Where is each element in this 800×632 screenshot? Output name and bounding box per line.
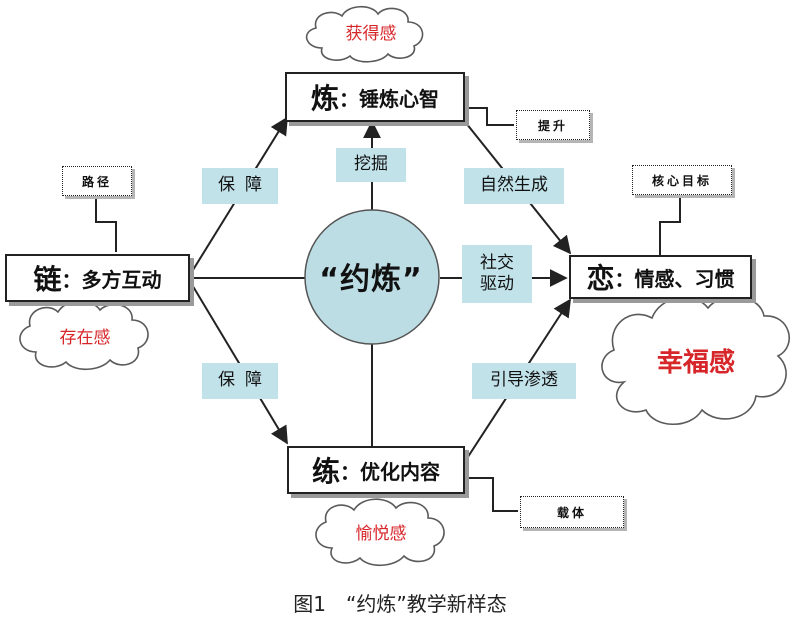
- box-top-char: 炼: [310, 82, 339, 115]
- figure-caption: 图1 “约炼”教学新样态: [293, 592, 507, 616]
- box-bottom-practice: 练：优化内容: [287, 446, 465, 494]
- arrow-left-to-bottom: [187, 277, 288, 445]
- box-left-text: ：多方互动: [61, 267, 162, 292]
- center-circle: [304, 209, 440, 345]
- box-right-text: ：情感、习惯: [614, 266, 735, 291]
- box-top-refine: 炼：锤炼心智: [285, 72, 465, 122]
- label-social-drive: 社交 驱动: [462, 245, 532, 303]
- label-social-line2: 驱动: [480, 274, 514, 294]
- label-guarantee-top: 保障: [202, 168, 278, 204]
- tag-path: 路径: [62, 166, 132, 196]
- tag-core-goal-connector: [659, 196, 681, 255]
- cloud-right-shape: [601, 295, 790, 425]
- box-top-text: ：锤炼心智: [339, 86, 439, 111]
- tag-path-connector: [95, 196, 117, 252]
- cloud-top-text: 获得感: [345, 23, 397, 44]
- label-social-line1: 社交: [480, 252, 514, 273]
- label-dig: 挖掘: [336, 148, 406, 182]
- box-right-char: 恋: [586, 262, 615, 295]
- box-bottom-text: ：优化内容: [340, 459, 440, 484]
- tag-upgrade-connector: [463, 107, 514, 126]
- cloud-bottom-text: 愉悦感: [355, 523, 407, 544]
- box-right-love: 恋：情感、习惯: [569, 255, 752, 299]
- cloud-bottom-shape: [315, 498, 445, 567]
- cloud-top-shape: [305, 5, 424, 63]
- box-bottom-char: 练: [311, 455, 340, 488]
- box-left-chain: 链：多方互动: [5, 254, 190, 302]
- tag-carrier: 载体: [520, 496, 624, 528]
- box-left-char: 链: [33, 263, 62, 296]
- tag-core-goal: 核心目标: [632, 165, 732, 195]
- cloud-left-shape: [19, 300, 149, 371]
- cloud-left-text: 存在感: [59, 327, 111, 348]
- label-natural-generation: 自然生成: [464, 168, 564, 204]
- cloud-right-text: 幸福感: [656, 347, 735, 378]
- center-title: “约炼”: [319, 262, 423, 297]
- label-guide-infiltrate: 引导渗透: [472, 363, 576, 399]
- tag-upgrade: 提升: [516, 110, 590, 140]
- tag-carrier-connector: [462, 477, 518, 512]
- label-guarantee-bottom: 保障: [202, 363, 278, 399]
